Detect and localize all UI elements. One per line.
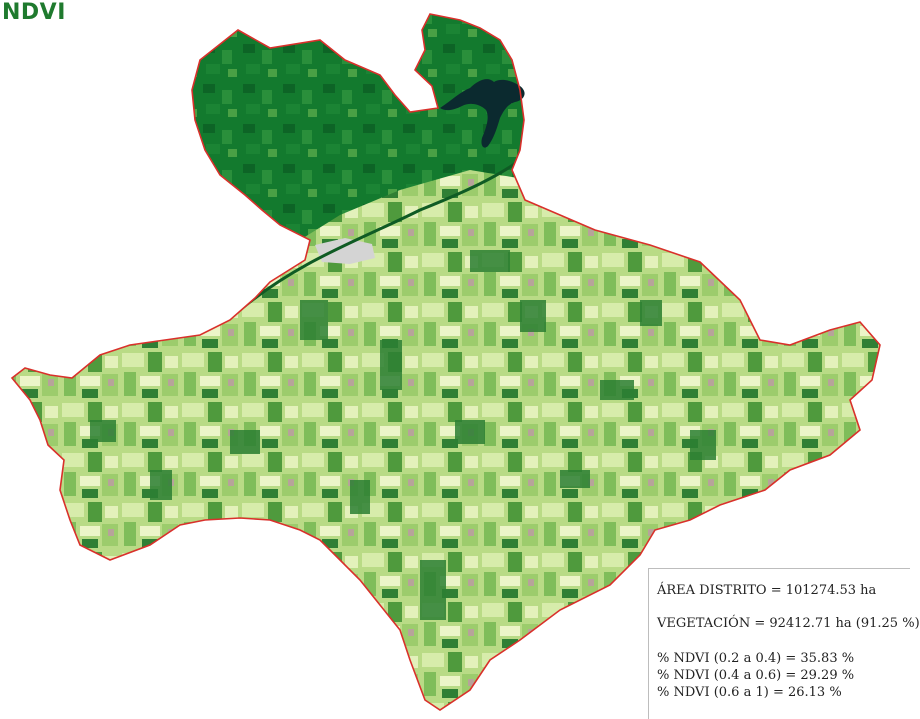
stats-panel: ÁREA DISTRITO = 101274.53 ha VEGETACIÓN … [648,568,920,719]
river [239,158,521,312]
vegetation-stat: VEGETACIÓN = 92412.71 ha (91.25 %) [657,616,920,631]
dense-forest-zone [180,14,540,240]
ndvi-high-stat: % NDVI (0.6 a 1) = 26.13 % [657,685,842,700]
ndvi-low-stat: % NDVI (0.2 a 0.4) = 35.83 % [657,651,855,666]
map-title: NDVI [2,0,66,25]
ndvi-mid-stat: % NDVI (0.4 a 0.6) = 29.29 % [657,668,855,683]
area-stat: ÁREA DISTRITO = 101274.53 ha [657,583,877,598]
vegetation-patches [90,250,716,620]
urban-area [315,238,375,264]
reservoir [440,79,525,148]
